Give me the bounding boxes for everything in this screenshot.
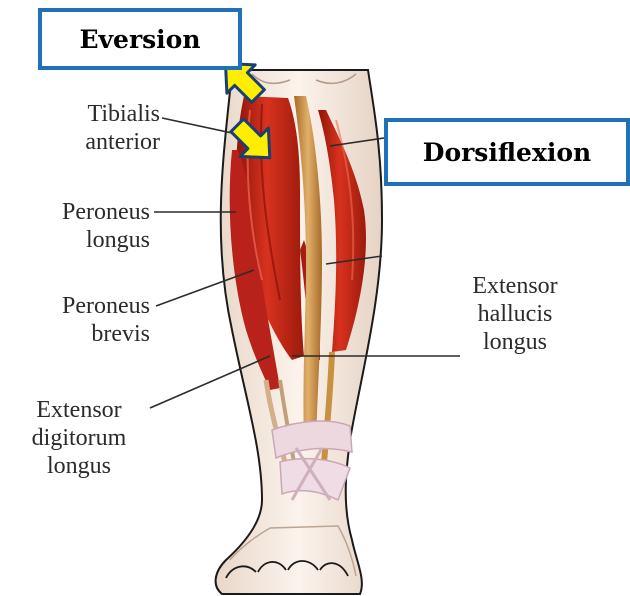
label-peroneus-longus: Peroneus longus <box>0 198 150 254</box>
dorsiflexion-label-box: Dorsiflexion <box>384 118 630 186</box>
label-peroneus-brevis: Peroneus brevis <box>0 292 150 348</box>
dorsiflexion-label: Dorsiflexion <box>423 138 591 167</box>
label-extensor-digitorum-longus: Extensor digitorum longus <box>4 396 154 480</box>
label-extensor-hallucis-longus: Extensor hallucis longus <box>440 272 590 356</box>
eversion-label: Eversion <box>79 25 200 54</box>
label-tibialis-anterior: Tibialis anterior <box>10 100 160 156</box>
eversion-label-box: Eversion <box>38 8 242 70</box>
